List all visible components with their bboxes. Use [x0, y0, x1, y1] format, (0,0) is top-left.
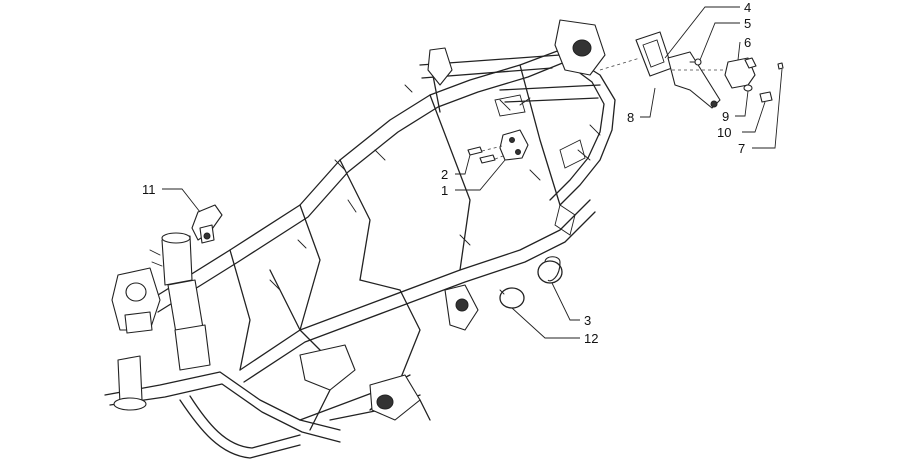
- callout-4: 4: [744, 0, 751, 15]
- callout-9: 9: [722, 109, 729, 124]
- part-bracket-1: [499, 129, 529, 161]
- callout-7: 7: [738, 141, 745, 156]
- part-screw-7: [777, 62, 784, 70]
- part-clamp-12: [499, 287, 525, 309]
- callout-12: 12: [584, 331, 598, 346]
- part-screw-5: [689, 58, 702, 66]
- part-washer-9: [743, 84, 753, 92]
- callout-3: 3: [584, 313, 591, 328]
- callout-6: 6: [744, 35, 751, 50]
- callout-1: 1: [441, 183, 448, 198]
- scooter-frame: [104, 19, 616, 459]
- part-screws-2: [467, 145, 504, 164]
- part-spring-10: [759, 91, 773, 103]
- callout-11: 11: [142, 182, 156, 197]
- part-bracket-8: [599, 51, 730, 109]
- callout-2: 2: [441, 167, 448, 182]
- callout-5: 5: [744, 16, 751, 31]
- leader-lines: [162, 6, 783, 339]
- callout-10: 10: [717, 125, 731, 140]
- callout-8: 8: [627, 110, 634, 125]
- part-plate-4: [635, 31, 673, 77]
- part-sensor-6: [724, 57, 757, 89]
- part-clamp-3: [537, 256, 563, 284]
- callout-labels: 1 2 3 4 5 6 7 8 9 10 11 12: [142, 0, 751, 346]
- part-11: [191, 204, 223, 244]
- steering-head: [111, 232, 211, 411]
